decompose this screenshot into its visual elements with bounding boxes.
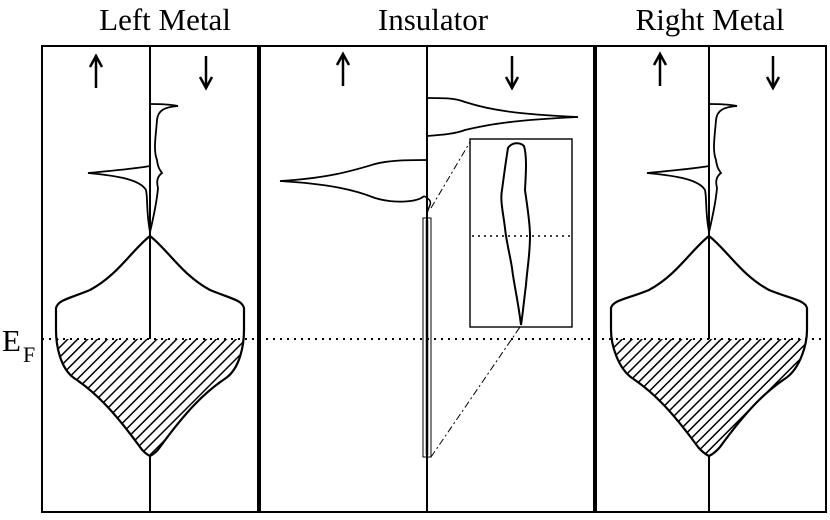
right-metal-dos	[609, 46, 809, 512]
right-spin-down-arrow-icon	[765, 56, 781, 91]
left-band-outline	[54, 234, 246, 458]
insulator-title: Insulator	[378, 2, 489, 37]
right-metal-title: Right Metal	[636, 2, 785, 37]
fermi-level-label: E	[2, 323, 21, 358]
left-spin-down-peaks	[149, 103, 179, 233]
fermi-level-subscript: F	[23, 342, 35, 367]
right-spin-up-peak	[646, 165, 710, 233]
insulator-spin-up-peak	[279, 159, 428, 203]
zoom-inset-gap-state-profile	[500, 142, 532, 326]
left-spin-up-peak	[87, 165, 151, 233]
zoom-connector-top	[430, 141, 471, 209]
left-spin-down-arrow-icon	[198, 56, 214, 91]
gap-state-highlight-box	[422, 217, 432, 458]
insulator-spin-down-peak	[426, 97, 579, 137]
zoom-connector-bottom	[430, 326, 521, 458]
right-spin-down-peaks	[708, 103, 738, 233]
insulator-gap-tail	[423, 195, 432, 219]
insulator-spin-up-arrow-icon	[335, 51, 351, 86]
insulator-dos	[279, 46, 579, 512]
zoom-inset-box	[469, 138, 573, 328]
right-metal-panel	[595, 45, 827, 513]
insulator-spin-down-arrow-icon	[504, 56, 520, 91]
right-band-outline	[609, 234, 809, 458]
left-spin-up-arrow-icon	[88, 53, 104, 88]
left-metal-title: Left Metal	[99, 2, 231, 37]
right-spin-up-arrow-icon	[652, 51, 668, 86]
left-band-hatched-region	[56, 339, 244, 456]
left-metal-dos	[54, 46, 246, 512]
right-band-hatched-region	[611, 339, 807, 456]
